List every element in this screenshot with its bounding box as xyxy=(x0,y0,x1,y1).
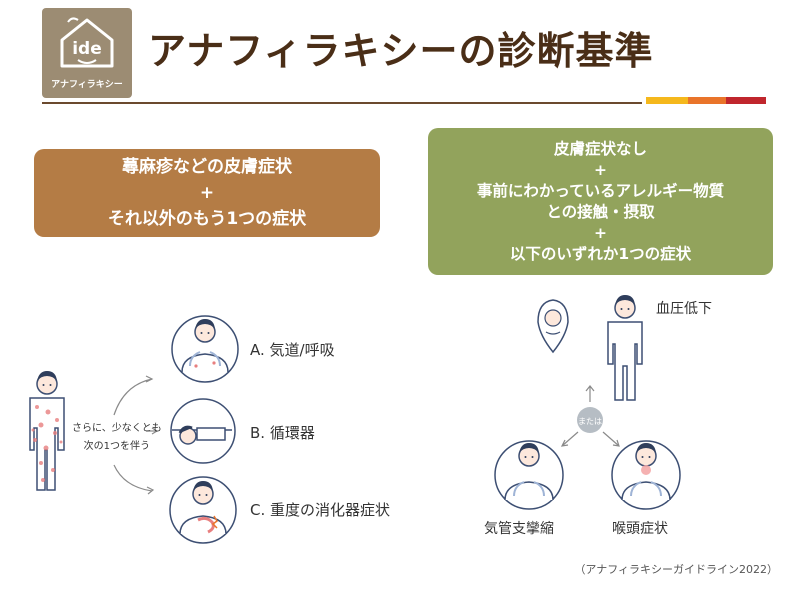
baby-icon xyxy=(537,299,569,354)
house-logo-icon: ide xyxy=(60,17,114,68)
option-b-label: B. 循環器 xyxy=(250,424,315,442)
child-with-rash-icon xyxy=(29,370,65,491)
hypotension-label: 血圧低下 xyxy=(656,301,712,317)
branch-arrows xyxy=(113,375,159,495)
criterion-1-box: 蕁麻疹などの皮膚症状 + それ以外のもう1つの症状 xyxy=(34,149,380,237)
bronchospasm-circle-icon xyxy=(494,440,564,510)
criterion-2-line: 皮膚症状なし xyxy=(553,139,647,158)
logo: ide アナフィラキシー xyxy=(42,8,132,98)
airway-circle-icon xyxy=(171,315,239,383)
digestive-circle-icon xyxy=(169,476,237,544)
criterion-2-plus: + xyxy=(594,160,607,179)
adult-hypotension-icon xyxy=(607,294,643,401)
connector-line: さらに、少なくとも xyxy=(72,423,162,434)
connector-line: 次の1つを伴う xyxy=(83,441,151,452)
citation: （アナフィラキシーガイドライン2022） xyxy=(574,563,778,576)
criterion-2-line: 事前にわかっているアレルギー物質 xyxy=(476,181,725,200)
criterion-2-line: 以下のいずれか1つの症状 xyxy=(509,244,692,263)
accent-bar-red xyxy=(726,97,766,104)
criterion-2-plus: + xyxy=(594,223,607,242)
connector-text: さらに、少なくとも 次の1つを伴う xyxy=(72,420,162,456)
logo-caption: アナフィラキシー xyxy=(51,80,123,90)
criterion-1-line: 蕁麻疹などの皮膚症状 xyxy=(122,157,292,177)
criterion-1-line: それ以外のもう1つの症状 xyxy=(107,209,307,229)
criterion-2-box: 皮膚症状なし + 事前にわかっているアレルギー物質 との接触・摂取 + 以下のい… xyxy=(428,128,773,275)
title-underline xyxy=(42,102,642,104)
circulatory-circle-icon xyxy=(170,398,236,464)
option-a-label: A. 気道/呼吸 xyxy=(250,341,335,359)
logo-letters: ide xyxy=(72,39,102,59)
option-c-label: C. 重度の消化器症状 xyxy=(250,501,391,519)
accent-bar-orange xyxy=(688,97,726,104)
criterion-2-line: との接触・摂取 xyxy=(546,202,655,221)
bronchospasm-label: 気管支攣縮 xyxy=(484,521,554,537)
page-title: アナフィラキシーの診断基準 xyxy=(148,29,654,73)
larynx-circle-icon xyxy=(611,440,681,510)
accent-bar-yellow xyxy=(646,97,688,104)
or-connector: または xyxy=(560,385,620,447)
criterion-1-plus: + xyxy=(199,183,215,203)
or-label: または xyxy=(578,417,602,426)
larynx-label: 喉頭症状 xyxy=(612,521,668,537)
